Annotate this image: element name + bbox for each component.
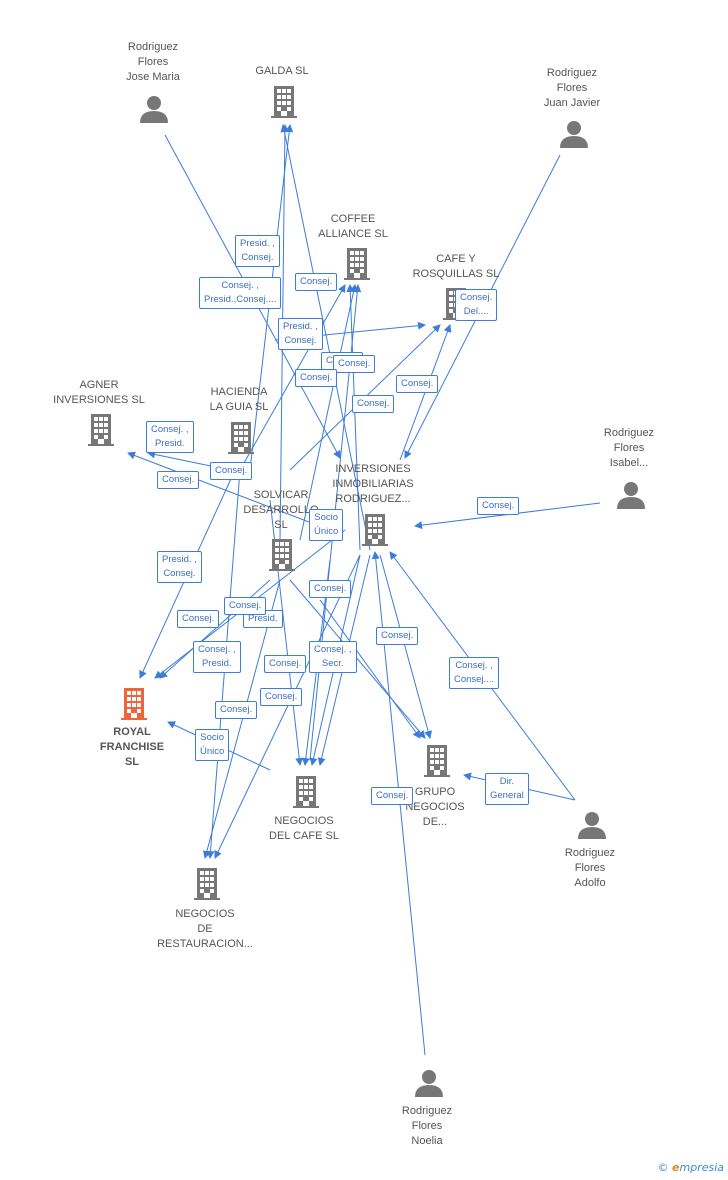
node-noelia[interactable]: Rodriguez Flores Noelia [401,1105,453,1147]
edge-label[interactable]: Consej. , Consej.... [449,657,500,689]
edge-label[interactable]: Consej. [295,273,338,291]
node-isabel[interactable]: Rodriguez Flores Isabel... [603,427,655,469]
brand-footer: © empresia [658,1161,724,1174]
edge-label[interactable]: Consej. , Secr. [309,641,357,673]
person-icon [140,96,168,123]
edge-label[interactable]: Consej. , Presid.,Consej.... [199,277,282,309]
edge-line [346,284,361,551]
edge-label[interactable]: Consej. [295,369,338,387]
node-negocios-cafe[interactable]: NEGOCIOS DEL CAFE SL [269,815,339,842]
node-agner[interactable]: AGNER INVERSIONES SL [53,379,145,406]
building-icon [344,248,370,280]
edge-line [319,599,421,739]
node-restauracion[interactable]: NEGOCIOS DE RESTAURACION... [157,908,253,950]
edge-label[interactable]: Consej. [157,471,200,489]
brand-e: e [672,1161,680,1174]
brand-name: mpresia [679,1161,724,1174]
node-juan-javier[interactable]: Rodriguez Flores Juan Javier [543,67,601,109]
edge-label[interactable]: Consej. , Presid. [193,641,241,673]
edge-line [299,284,358,541]
edge-label[interactable]: Presid. , Consej. [235,235,280,267]
building-icon [424,745,450,777]
edge-label[interactable]: Socio Único [309,509,344,541]
building-icon [293,776,319,808]
edge-label[interactable]: Consej. [264,655,307,673]
edge-label[interactable]: Consej. Del.... [455,289,498,321]
building-icon [121,688,147,720]
building-icon [271,86,297,118]
person-icon [415,1070,443,1097]
edge-label[interactable]: Consej. [333,355,376,373]
node-jose-maria[interactable]: Rodriguez Flores Jose Maria [126,41,180,83]
edge-label[interactable]: Consej. [177,610,220,628]
edge-label[interactable]: Socio Único [195,729,230,761]
building-icon [269,539,295,571]
edge-line [214,554,361,859]
edge-label[interactable]: Consej. [215,701,258,719]
node-grupo[interactable]: GRUPO NEGOCIOS DE... [405,786,465,828]
edge-label[interactable]: Consej. [309,580,352,598]
node-galda[interactable]: GALDA SL [255,65,309,77]
edge-label[interactable]: Presid. , Consej. [157,551,202,583]
edge-label[interactable]: Consej. , Presid. [146,421,194,453]
edge-line [280,124,371,551]
edge-line [127,451,331,531]
person-icon [617,482,645,509]
building-icon [194,868,220,900]
building-icon [88,414,114,446]
edge-label[interactable]: Consej. [396,375,439,393]
edge-label[interactable]: Consej. [210,462,253,480]
person-icon [578,812,606,839]
edge-label[interactable]: Consej. [376,627,419,645]
node-adolfo[interactable]: Rodriguez Flores Adolfo [564,847,616,889]
edge-line [239,284,346,471]
edge-label[interactable]: Consej. [224,597,267,615]
node-cafe-rosquillas[interactable]: CAFE Y ROSQUILLAS SL [412,253,500,280]
person-icon [560,121,588,148]
edge-line [379,554,433,739]
node-solvicar[interactable]: SOLVICAR DESARROLLO SL [243,489,319,531]
edge-label[interactable]: Consej. [371,787,414,805]
copyright-icon: © [657,1161,669,1174]
building-icon [362,514,388,546]
node-royal-franchise[interactable]: ROYAL FRANCHISE SL [99,726,165,768]
building-icon [228,422,254,454]
edge-label[interactable]: Consej. [352,395,395,413]
edge-line [289,579,426,739]
edge-line [159,579,271,679]
node-coffee-alliance[interactable]: COFFEE ALLIANCE SL [318,213,388,240]
edge-label[interactable]: Dir. General [485,773,529,805]
node-inversiones[interactable]: INVERSIONES INMOBILIARIAS RODRIGUEZ... [332,463,414,505]
edge-label[interactable]: Consej. [477,497,520,515]
edge-label[interactable]: Presid. , Consej. [278,318,323,350]
edge-label[interactable]: Consej. [260,688,303,706]
node-hacienda[interactable]: HACIENDA LA GUIA SL [209,386,269,413]
